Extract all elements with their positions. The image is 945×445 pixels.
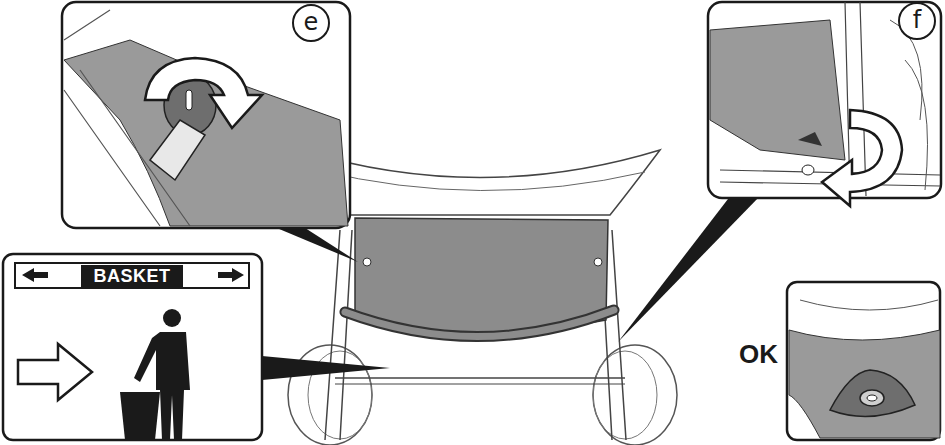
basket-label: BASKET [81, 265, 182, 287]
basket-label-band: BASKET [14, 262, 250, 289]
step-letter: f [913, 8, 921, 32]
step-letter: e [304, 10, 319, 34]
step-letter-circle: f [898, 2, 936, 40]
step-letter-circle: e [292, 4, 330, 42]
status-label: OK [739, 339, 778, 370]
